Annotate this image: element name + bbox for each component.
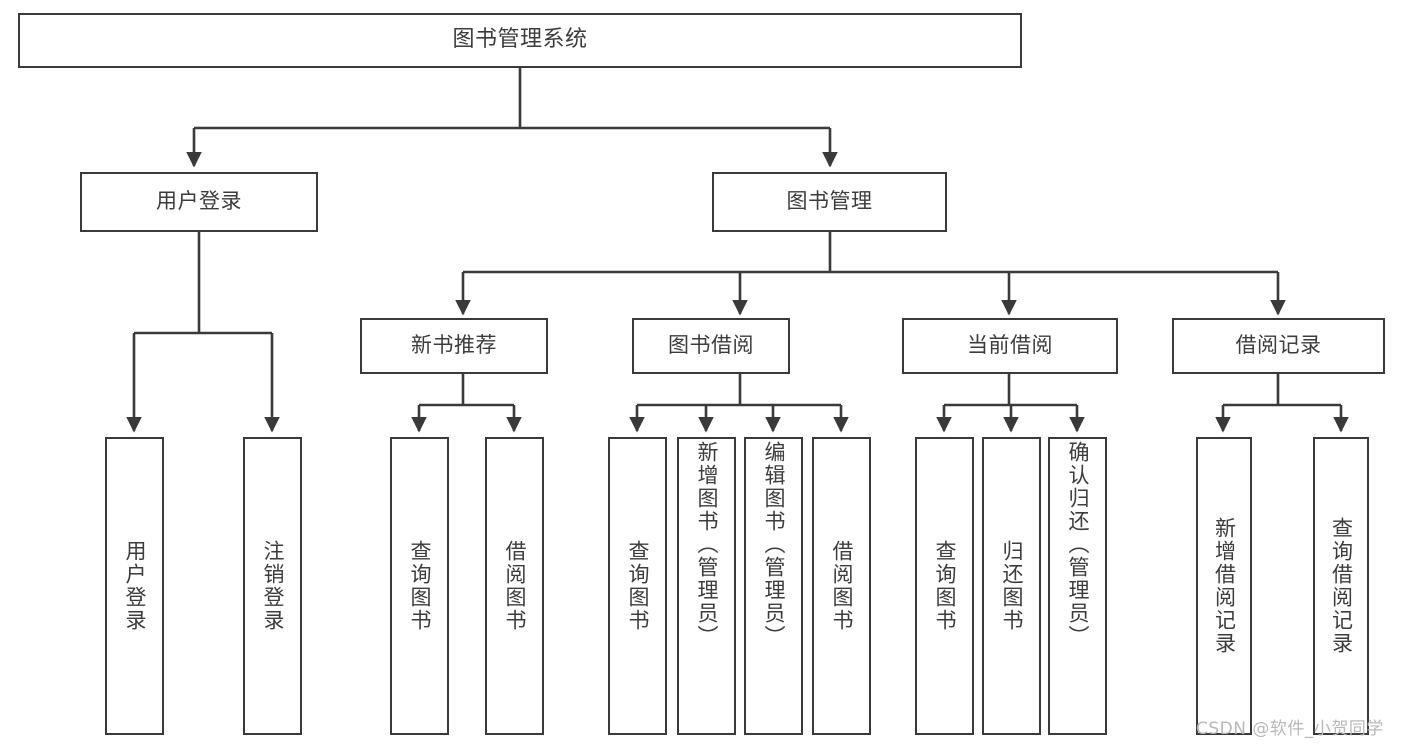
node-borrow-record[interactable]: 借阅记录 <box>1172 318 1385 374</box>
node-label: 查询图书 <box>408 540 432 632</box>
leaf-current-confirm-return-admin[interactable]: 确认归还（管理员） <box>1048 437 1107 735</box>
node-user-login[interactable]: 用户登录 <box>80 172 318 232</box>
node-label: 用户登录 <box>123 540 147 632</box>
node-label: 注销登录 <box>261 540 285 632</box>
leaf-current-query-book[interactable]: 查询图书 <box>915 437 974 735</box>
node-current-borrow[interactable]: 当前借阅 <box>902 318 1118 374</box>
node-label: 图书管理 <box>786 189 873 214</box>
node-book-borrow[interactable]: 图书借阅 <box>632 318 790 374</box>
leaf-recommend-query-book[interactable]: 查询图书 <box>390 437 449 735</box>
node-label: 图书借阅 <box>668 333 754 358</box>
node-label: 用户登录 <box>156 189 242 214</box>
leaf-current-return-book[interactable]: 归还图书 <box>982 437 1041 735</box>
leaf-borrow-edit-book-admin[interactable]: 编辑图书（管理员） <box>744 437 803 735</box>
node-label: 编辑图书（管理员） <box>762 441 786 648</box>
leaf-record-query-record[interactable]: 查询借阅记录 <box>1313 437 1369 735</box>
node-label: 新书推荐 <box>411 333 497 358</box>
leaf-user-login[interactable]: 用户登录 <box>105 437 164 735</box>
leaf-recommend-borrow-book[interactable]: 借阅图书 <box>485 437 544 735</box>
node-label: 当前借阅 <box>967 333 1053 358</box>
node-label: 新增借阅记录 <box>1212 517 1237 655</box>
node-label: 查询图书 <box>626 540 650 632</box>
node-label: 图书管理系统 <box>452 27 588 53</box>
node-label: 查询图书 <box>933 540 957 632</box>
leaf-logout[interactable]: 注销登录 <box>243 437 302 735</box>
node-new-book-recommend[interactable]: 新书推荐 <box>360 318 548 374</box>
leaf-record-add-record[interactable]: 新增借阅记录 <box>1196 437 1252 735</box>
node-book-management[interactable]: 图书管理 <box>712 172 947 232</box>
node-label: 借阅图书 <box>503 540 527 632</box>
node-label: 借阅记录 <box>1235 333 1322 358</box>
node-label: 新增图书（管理员） <box>695 441 719 648</box>
leaf-borrow-query-book[interactable]: 查询图书 <box>608 437 667 735</box>
node-label: 确认归还（管理员） <box>1066 441 1090 648</box>
node-root-system[interactable]: 图书管理系统 <box>18 13 1022 68</box>
node-label: 归还图书 <box>1000 540 1024 632</box>
leaf-borrow-borrow-book[interactable]: 借阅图书 <box>812 437 871 735</box>
node-label: 借阅图书 <box>830 540 854 632</box>
leaf-borrow-add-book-admin[interactable]: 新增图书（管理员） <box>677 437 736 735</box>
node-label: 查询借阅记录 <box>1329 517 1354 655</box>
